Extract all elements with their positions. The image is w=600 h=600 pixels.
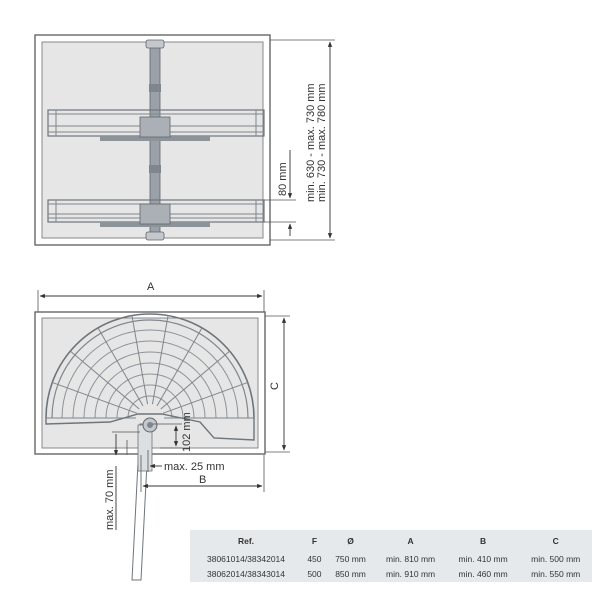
cell-b: min. 410 mm bbox=[458, 553, 508, 564]
front-view: min. 630 - max. 730 mm min. 730 - max. 7… bbox=[34, 34, 335, 246]
table-row: 38062014/38343014 500 850 mm min. 910 mm… bbox=[190, 567, 592, 583]
cell-diameter: 750 mm bbox=[335, 553, 366, 564]
cell-ref: 38061014/38342014 bbox=[207, 553, 285, 564]
max-70-label: max. 70 mm bbox=[104, 469, 116, 530]
top-view: A C 102 mm max. 25 mm B max bbox=[34, 281, 290, 581]
cell-ref: 38062014/38343014 bbox=[207, 569, 285, 580]
cell-f: 500 bbox=[307, 569, 322, 580]
header-f: F bbox=[311, 536, 318, 546]
pole-bottom-cap bbox=[145, 231, 165, 241]
depth-102-label: 102 mm bbox=[181, 412, 193, 452]
table-row: 38061014/38342014 450 750 mm min. 810 mm… bbox=[190, 551, 592, 567]
dimension-b-label: B bbox=[199, 474, 206, 486]
cell-c: min. 500 mm bbox=[531, 553, 581, 564]
header-c: C bbox=[552, 536, 559, 546]
header-b: B bbox=[480, 536, 487, 546]
max-25-label: max. 25 mm bbox=[164, 461, 225, 473]
lower-basket bbox=[47, 199, 265, 227]
cell-f: 450 bbox=[307, 553, 322, 564]
cell-b: min. 460 mm bbox=[458, 569, 508, 580]
header-diameter: Ø bbox=[347, 536, 354, 546]
table-header-row: Ref. F Ø A B C bbox=[190, 530, 592, 551]
half-moon-basket bbox=[45, 313, 255, 441]
height-range-label-1: min. 630 - max. 730 mm bbox=[305, 83, 317, 202]
header-ref: Ref. bbox=[237, 536, 255, 546]
cell-diameter: 850 mm bbox=[335, 569, 366, 580]
height-range-label-2: min. 730 - max. 780 mm bbox=[316, 83, 328, 202]
upper-basket bbox=[47, 109, 265, 141]
cell-a: min. 810 mm bbox=[385, 553, 436, 564]
specifications-table: Ref. F Ø A B C 38061014/38342014 450 750… bbox=[190, 530, 592, 582]
dimension-c-label: C bbox=[269, 382, 281, 390]
pole-top-cap bbox=[145, 39, 165, 49]
dimension-a-label: A bbox=[147, 281, 155, 293]
cell-a: min. 910 mm bbox=[385, 569, 436, 580]
cell-c: min. 550 mm bbox=[531, 569, 581, 580]
shelf-gap-label: 80 mm bbox=[277, 162, 289, 196]
header-a: A bbox=[407, 536, 414, 546]
